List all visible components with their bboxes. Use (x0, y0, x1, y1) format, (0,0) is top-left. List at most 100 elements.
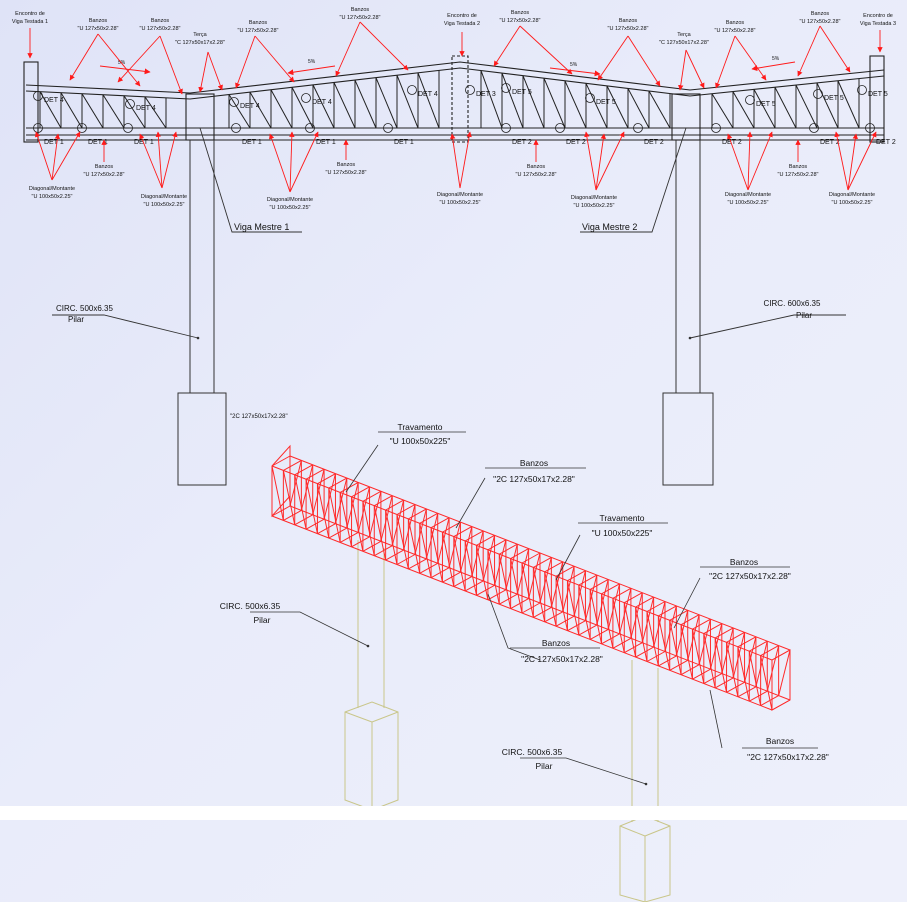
elevation-pillars (177, 140, 714, 486)
iso-diagonal (721, 627, 734, 674)
iso-brace (430, 517, 450, 529)
label-banzos-6-l1: Banzos (619, 18, 638, 24)
iso-diagonal (778, 649, 791, 696)
truss-diagonal (648, 90, 671, 129)
iso-trav-2-l2: "U 100x50x225" (592, 528, 653, 538)
iso-banzos-3-l1: Banzos (542, 638, 570, 648)
truss-diagonal (312, 84, 335, 129)
iso-brace (521, 552, 541, 564)
iso-diagonal (698, 619, 711, 665)
iso-brace (396, 504, 416, 515)
beam-leaders (52, 127, 846, 339)
iso-brace (351, 486, 370, 498)
iso-brace (385, 499, 404, 511)
label-diag-2-l2: "U 100x50x2.25" (144, 202, 185, 208)
iso-brace (612, 587, 632, 599)
iso-diagonal (737, 646, 750, 702)
detail-marker-label: DET 2 (876, 139, 896, 146)
iso-diagonal (510, 558, 523, 614)
label-encontro-3-l2: Viga Testada 3 (860, 21, 896, 27)
label-diag-7-l1: Diagonal/Montante (829, 192, 875, 198)
iso-diagonal (635, 606, 648, 662)
top-annotations: Encontro de Viga Testada 1 Banzos "U 127… (12, 7, 896, 46)
iso-diagonal (403, 504, 416, 551)
iso-trav-1-l1: Travamento (397, 422, 442, 432)
iso-diagonal (516, 548, 530, 595)
iso-diagonal (562, 566, 575, 612)
truss-diagonal (123, 95, 146, 129)
detail-marker-circle (123, 123, 133, 133)
label-banb-4-l1: Banzos (789, 164, 808, 170)
iso-brace (476, 534, 495, 546)
iso-diagonal (550, 561, 564, 608)
iso-leaders (250, 431, 818, 785)
iso-diagonal (607, 583, 621, 630)
detail-marker-circle (745, 95, 755, 105)
pillar-right-name: Pilar (796, 311, 812, 320)
iso-diagonal (675, 610, 689, 657)
iso-diagonal (448, 522, 461, 568)
iso-diagonal (669, 620, 682, 675)
label-terca-1-l1: Terça (193, 32, 207, 38)
iso-diagonal (425, 513, 439, 560)
detail-marker-label: DET 1 (242, 139, 262, 146)
iso-diagonal (271, 465, 284, 521)
iso-brace (317, 473, 336, 485)
detail-marker-label: DET 5 (596, 99, 616, 106)
slope-label: 5% (308, 59, 316, 65)
iso-pillar-2-name: Pilar (535, 761, 552, 771)
iso-diagonal (544, 571, 557, 627)
iso-diagonal (748, 651, 762, 706)
truss-diagonal (270, 89, 293, 129)
slope-arrows (99, 61, 796, 77)
iso-banzos-3-l2: "2C 127x50x17x2.28" (521, 654, 603, 664)
iso-diagonal (380, 495, 393, 542)
detail-marker-circle (809, 123, 819, 133)
truss-diagonal (291, 87, 314, 129)
label-diag-3-l1: Diagonal/Montante (267, 197, 313, 203)
detail-marker-circle (383, 123, 393, 133)
detail-marker-label: DET 5 (824, 95, 844, 102)
label-diag-4-l1: Diagonal/Montante (437, 192, 483, 198)
iso-brace (533, 556, 552, 568)
label-banzos-7-l2: "U 127x50x2.28" (715, 28, 756, 34)
truss-diagonal (375, 77, 398, 129)
pillar-right-size: CIRC. 600x6.35 (764, 299, 821, 308)
iso-brace (589, 579, 609, 590)
label-banb-3-l1: Banzos (527, 164, 546, 170)
detail-marker-label: DET 2 (644, 139, 664, 146)
detail-marker-label: DET 2 (566, 139, 586, 146)
iso-brace (294, 464, 313, 476)
iso-diagonal (305, 479, 318, 534)
iso-brace (760, 645, 779, 657)
detail-marker-circle (305, 123, 315, 133)
iso-diagonal (300, 464, 314, 511)
label-terca-2-l2: "C 127x50x17x2.28" (659, 40, 709, 46)
iso-brace (749, 640, 768, 652)
truss-diagonal (228, 94, 251, 129)
iso-brace (646, 601, 666, 612)
label-banzos-5-l1: Banzos (511, 10, 530, 16)
label-encontro-3-l1: Encontro de (863, 13, 893, 19)
beam-label-1: Viga Mestre 1 (234, 222, 289, 232)
iso-diagonal (532, 567, 546, 622)
iso-brace (601, 583, 620, 595)
slope-label: 5% (772, 56, 780, 62)
truss-diagonal (480, 70, 503, 129)
iso-diagonal (573, 570, 586, 617)
iso-trav-2-l1: Travamento (599, 513, 644, 523)
iso-brace (510, 548, 529, 560)
iso-diagonal (464, 540, 478, 596)
iso-diagonal (369, 491, 382, 537)
iso-diagonal (476, 545, 489, 600)
iso-diagonal (430, 527, 443, 583)
detail-marker-circle (33, 91, 43, 101)
label-diag-6-l2: "U 100x50x2.25" (728, 200, 769, 206)
iso-end-frame (771, 649, 791, 711)
iso-brace (578, 574, 598, 586)
truss-diagonal (837, 80, 860, 129)
iso-brace (408, 508, 427, 520)
iso-diagonal (289, 460, 302, 507)
truss-diagonal (606, 85, 629, 129)
